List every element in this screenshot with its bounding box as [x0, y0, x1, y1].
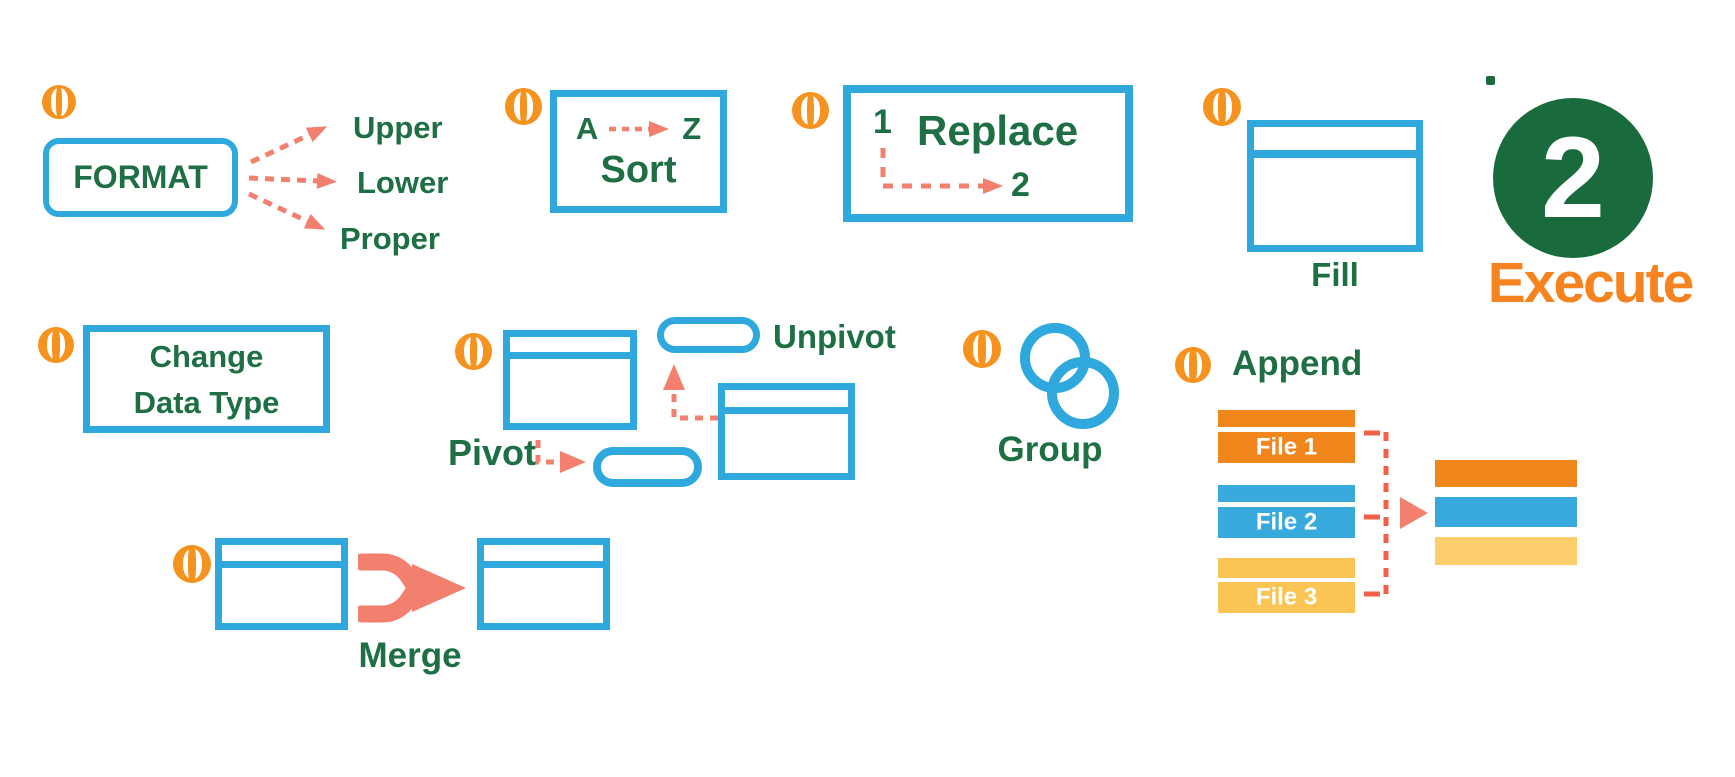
table-header-row: [725, 390, 848, 414]
merge-fork-arrow-icon: [358, 553, 466, 623]
group-label: Group: [997, 430, 1103, 469]
step-marker-icon: [38, 327, 74, 363]
elbow-dashed-arrow-icon: [880, 148, 1003, 194]
format-box-label: FORMAT: [73, 159, 208, 195]
pill-icon: [593, 447, 702, 487]
replace-label: Replace: [917, 107, 1079, 154]
change-data-type-box: Change Data Type: [83, 325, 330, 433]
table-icon: [503, 330, 637, 430]
small-dot-icon: [1486, 76, 1495, 85]
format-box: FORMAT: [43, 138, 238, 217]
format-option-upper: Upper: [353, 110, 443, 145]
execute-label: Execute: [1487, 251, 1695, 315]
step-marker-icon: [42, 85, 76, 119]
pill-icon: [657, 317, 760, 353]
up-dashed-arrow-icon: [663, 364, 718, 421]
pivot-label: Pivot: [448, 432, 537, 473]
file2-label: File 2: [1255, 507, 1318, 535]
table-header-row: [510, 337, 630, 359]
step-marker-icon: [173, 545, 211, 583]
format-option-lower: Lower: [357, 165, 449, 200]
replace-box: 1 Replace 2: [843, 85, 1133, 222]
table-header-row: [222, 545, 341, 568]
file-bar-labeled: File 2: [1218, 507, 1355, 538]
replace-from-value: 1: [873, 103, 892, 141]
append-label: Append: [1232, 344, 1363, 383]
step-marker-icon: [792, 92, 829, 129]
sort-box: A Z Sort: [550, 90, 727, 213]
file-bar: [1218, 558, 1355, 578]
result-bar: [1435, 537, 1577, 565]
sort-to-letter: Z: [682, 111, 702, 146]
venn-circle-icon: [1047, 357, 1119, 429]
elbow-dashed-arrow-icon: [535, 440, 586, 473]
step-marker-icon: [455, 333, 492, 370]
append-connector-arrow-icon: [1364, 430, 1428, 598]
fill-label: Fill: [1311, 256, 1359, 293]
file1-label: File 1: [1255, 432, 1318, 460]
step-marker-icon: [963, 330, 1001, 368]
sort-from-letter: A: [575, 111, 599, 146]
step-marker-icon: [1203, 88, 1241, 126]
table-header-row: [1254, 127, 1416, 158]
table-header-row: [484, 545, 603, 568]
file-bar: [1218, 485, 1355, 502]
file-bar: [1218, 410, 1355, 427]
file-bar-labeled: File 1: [1218, 432, 1355, 463]
table-icon: [215, 538, 348, 630]
step-number: 2: [1541, 114, 1605, 242]
dashed-arrow-icon: [609, 121, 670, 137]
replace-to-value: 2: [1011, 166, 1030, 204]
step-marker-icon: [1175, 347, 1211, 383]
file-bar-labeled: File 3: [1218, 582, 1355, 613]
unpivot-label: Unpivot: [773, 318, 896, 355]
file3-label: File 3: [1255, 582, 1318, 610]
change-data-type-line2: Data Type: [133, 385, 280, 420]
change-data-type-line1: Change: [149, 339, 264, 374]
step-marker-icon: [505, 88, 542, 125]
table-icon: [477, 538, 610, 630]
format-option-proper: Proper: [340, 221, 440, 256]
table-icon: [1247, 120, 1423, 252]
merge-label: Merge: [358, 636, 462, 675]
fan-dashed-arrows-icon: [247, 126, 337, 230]
sort-a-to-z-row: A Z: [557, 111, 720, 147]
sort-label: Sort: [600, 149, 677, 191]
result-bar: [1435, 497, 1577, 527]
step-number-badge: 2: [1493, 98, 1653, 258]
table-icon: [718, 383, 855, 480]
result-bar: [1435, 460, 1577, 487]
